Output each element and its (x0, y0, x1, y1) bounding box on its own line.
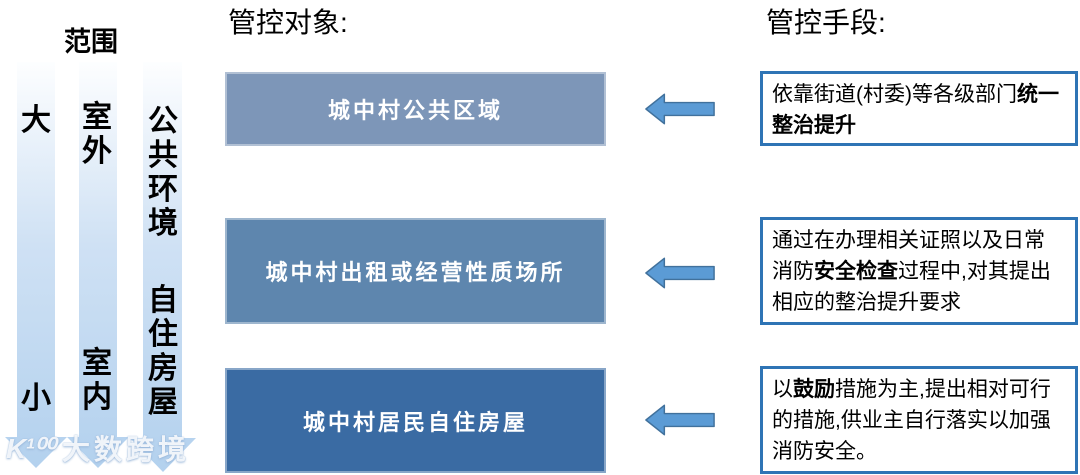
watermark-text: 大数跨境 (62, 434, 191, 465)
scope-title: 范围 (64, 27, 118, 57)
text-segment: 统一整治提升 (772, 83, 1059, 137)
scope-arrows-graphic (5, 62, 196, 472)
scope-label-small: 小 (21, 382, 51, 415)
text-segment: 安全检查 (814, 260, 898, 283)
text-segment: 通过在办理相关证照以及日常消防 (772, 229, 1045, 283)
scope-arrow-down-2 (67, 62, 129, 468)
scope-label-outdoor: 室外 (82, 101, 112, 168)
text-segment: 措施为主,提出相对可行的措施,供业主自行落实以加强消防安全。 (772, 378, 1051, 463)
watermark-logo: K¹⁰⁰ (6, 432, 55, 464)
scope-arrow-down-3 (130, 62, 196, 472)
object-box-public-area: 城中村公共区域 (225, 72, 606, 146)
left-arrow-icon (645, 93, 715, 125)
object-box-label: 城中村居民自住房屋 (302, 409, 528, 435)
text-segment: 过程中,对其提出相应的整治提升要求 (772, 260, 1051, 314)
text-segment: 以 (772, 378, 793, 401)
measure-box-unified-improvement: 依靠街道(村委)等各级部门统一整治提升 (760, 71, 1078, 146)
object-box-label: 城中村出租或经营性质场所 (265, 260, 566, 285)
text-segment: 鼓励 (793, 378, 835, 401)
measure-box-license-inspection: 通过在办理相关证照以及日常消防安全检查过程中,对其提出相应的整治提升要求 (760, 217, 1078, 325)
object-box-resident-housing: 城中村居民自住房屋 (225, 368, 606, 473)
measures-section-title: 管控手段: (766, 7, 886, 38)
scope-label-large: 大 (21, 104, 51, 137)
watermark: K¹⁰⁰ 大数跨境 (6, 428, 190, 468)
left-arrow-icon (645, 404, 715, 436)
text-segment: 依靠街道(村委)等各级部门 (772, 83, 1017, 106)
measure-box-encouragement: 以鼓励措施为主,提出相对可行的措施,供业主自行落实以加强消防安全。 (760, 366, 1078, 474)
scope-label-public-env: 公共环境 (148, 105, 178, 240)
object-box-rental-business: 城中村出租或经营性质场所 (225, 218, 606, 324)
objects-section-title: 管控对象: (228, 7, 348, 38)
scope-label-indoor: 室内 (82, 347, 112, 414)
object-box-label: 城中村公共区域 (327, 98, 503, 123)
left-arrow-icon (645, 257, 715, 289)
scope-arrow-down-1 (5, 62, 67, 468)
scope-label-self-housing: 自住房屋 (148, 284, 178, 419)
